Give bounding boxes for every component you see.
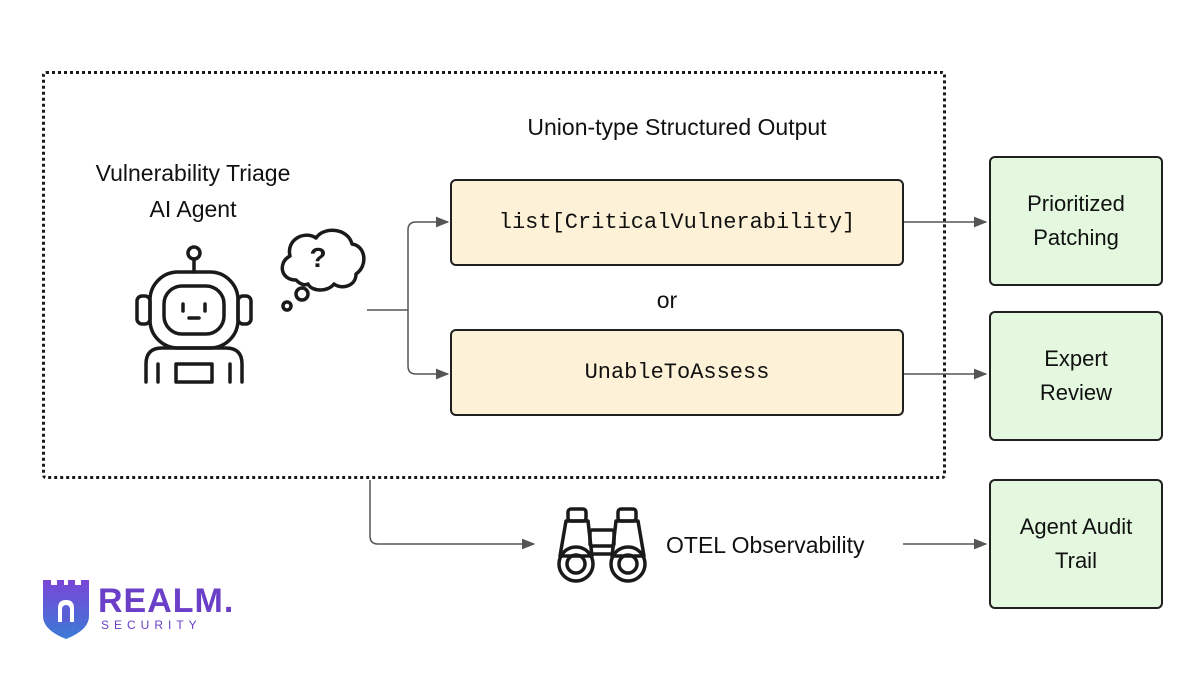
binoculars-icon bbox=[557, 507, 647, 583]
arrow-to-observability bbox=[369, 480, 536, 550]
output-heading: Union-type Structured Output bbox=[527, 114, 827, 140]
agent-label-line-1: Vulnerability Triage bbox=[95, 160, 291, 186]
arrow-to-option-1 bbox=[407, 216, 450, 310]
expert-review-box: Expert Review bbox=[989, 311, 1163, 441]
observability-label: OTEL Observability bbox=[666, 532, 865, 558]
arrow-to-option-2 bbox=[407, 310, 450, 380]
prioritized-patching-box: Prioritized Patching bbox=[989, 156, 1163, 286]
logo-tagline: SECURITY bbox=[101, 618, 202, 632]
agent-label-line-2: AI Agent bbox=[149, 196, 237, 222]
logo-wordmark: REALM. bbox=[98, 582, 235, 620]
unable-to-assess-label: UnableToAssess bbox=[584, 360, 770, 385]
agent-audit-trail-box: Agent Audit Trail bbox=[989, 479, 1163, 609]
critical-vulnerability-list-label: list[CriticalVulnerability] bbox=[498, 210, 856, 235]
unable-to-assess-box: UnableToAssess bbox=[450, 329, 904, 416]
thought-bubble-icon: ? bbox=[280, 228, 366, 312]
prioritized-patching-label: Prioritized Patching bbox=[1027, 191, 1125, 250]
robot-icon bbox=[135, 245, 253, 384]
critical-vulnerability-list-box: list[CriticalVulnerability] bbox=[450, 179, 904, 266]
expert-review-label: Expert Review bbox=[1039, 346, 1113, 405]
agent-audit-trail-label: Agent Audit Trail bbox=[1019, 514, 1133, 573]
agent-boundary-frame bbox=[42, 71, 946, 479]
thought-question-mark: ? bbox=[309, 242, 326, 273]
or-separator: or bbox=[656, 287, 678, 313]
castle-shield-icon bbox=[43, 580, 89, 639]
